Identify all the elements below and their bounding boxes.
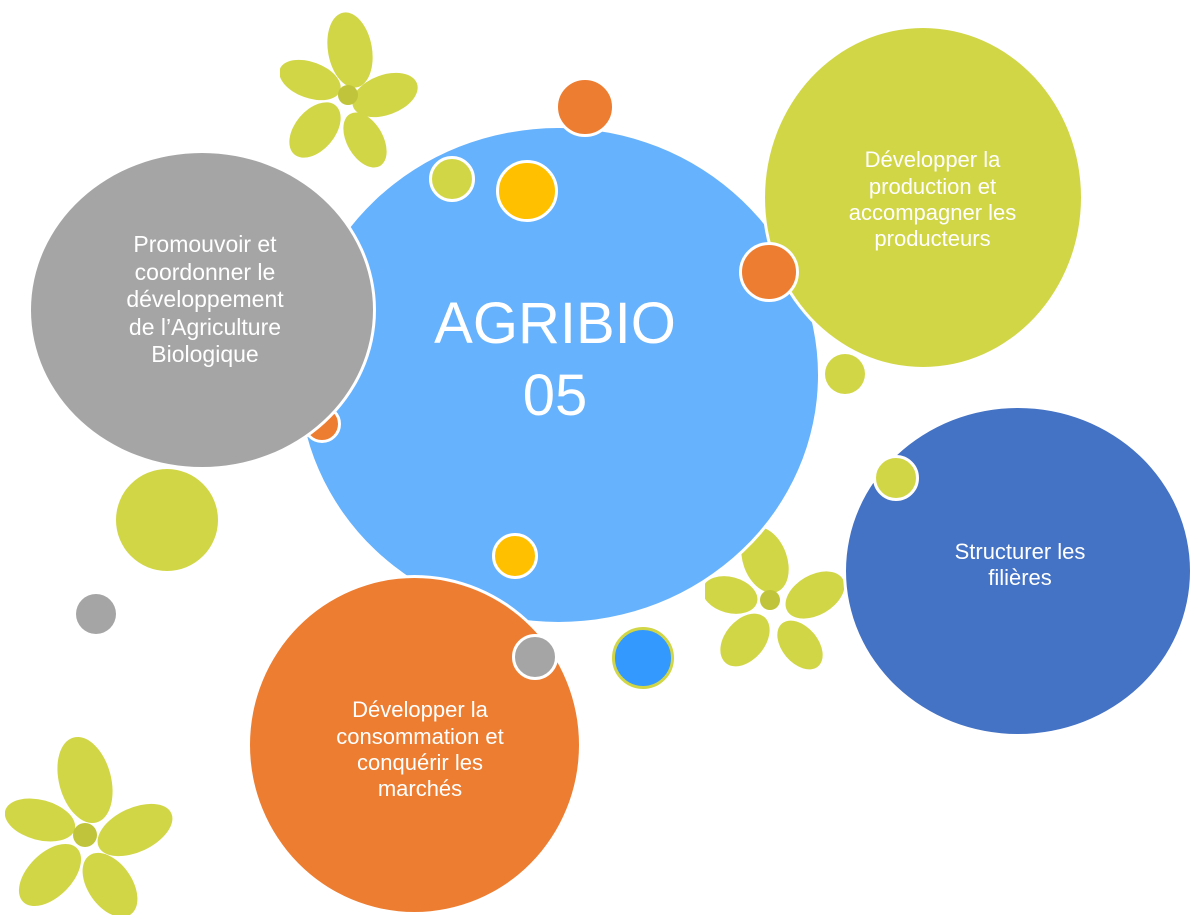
decor-dot-lime-top: [429, 156, 475, 202]
bubble-production-text: Développer la production et accompagner …: [848, 147, 1017, 252]
bubble-consommation-label: Développer la consommation et conquérir …: [280, 670, 560, 830]
flower-icon-right: [705, 527, 845, 670]
bubble-filieres-label: Structurer les filières: [870, 520, 1170, 610]
bubble-filieres: [843, 405, 1193, 737]
flower-icon-top: [280, 12, 418, 168]
decor-dot-orange-right: [739, 242, 799, 302]
decor-dot-orange-top: [555, 77, 615, 137]
bubble-production: [762, 25, 1084, 370]
flower-icon-bottom-left: [5, 736, 173, 915]
decor-dot-gray-bottom: [512, 634, 558, 680]
bubble-filieres-text: Structurer les filières: [954, 538, 1086, 590]
decor-dot-blue-bottom: [612, 627, 674, 689]
decor-dot-gray-left: [76, 594, 116, 634]
center-title: AGRIBIO 05: [434, 290, 676, 429]
decor-dot-lime-filieres: [873, 455, 919, 501]
bubble-production-label: Développer la production et accompagner …: [790, 120, 1075, 280]
bubble-promouvoir-label: Promouvoir et coordonner le développemen…: [60, 200, 350, 400]
center-label: AGRIBIO 05: [380, 270, 730, 450]
bubble-promouvoir-text: Promouvoir et coordonner le développemen…: [126, 231, 284, 368]
bubble-promouvoir: [28, 150, 376, 470]
bubble-consommation-text: Développer la consommation et conquérir …: [336, 697, 504, 802]
central-circle: [296, 125, 821, 625]
decor-dot-lime-right: [825, 354, 865, 394]
decor-circle-lime-left: [116, 469, 218, 571]
decor-dot-gold-top: [496, 160, 558, 222]
bubble-consommation: [247, 575, 582, 915]
decor-dot-gold-bottom: [492, 533, 538, 579]
